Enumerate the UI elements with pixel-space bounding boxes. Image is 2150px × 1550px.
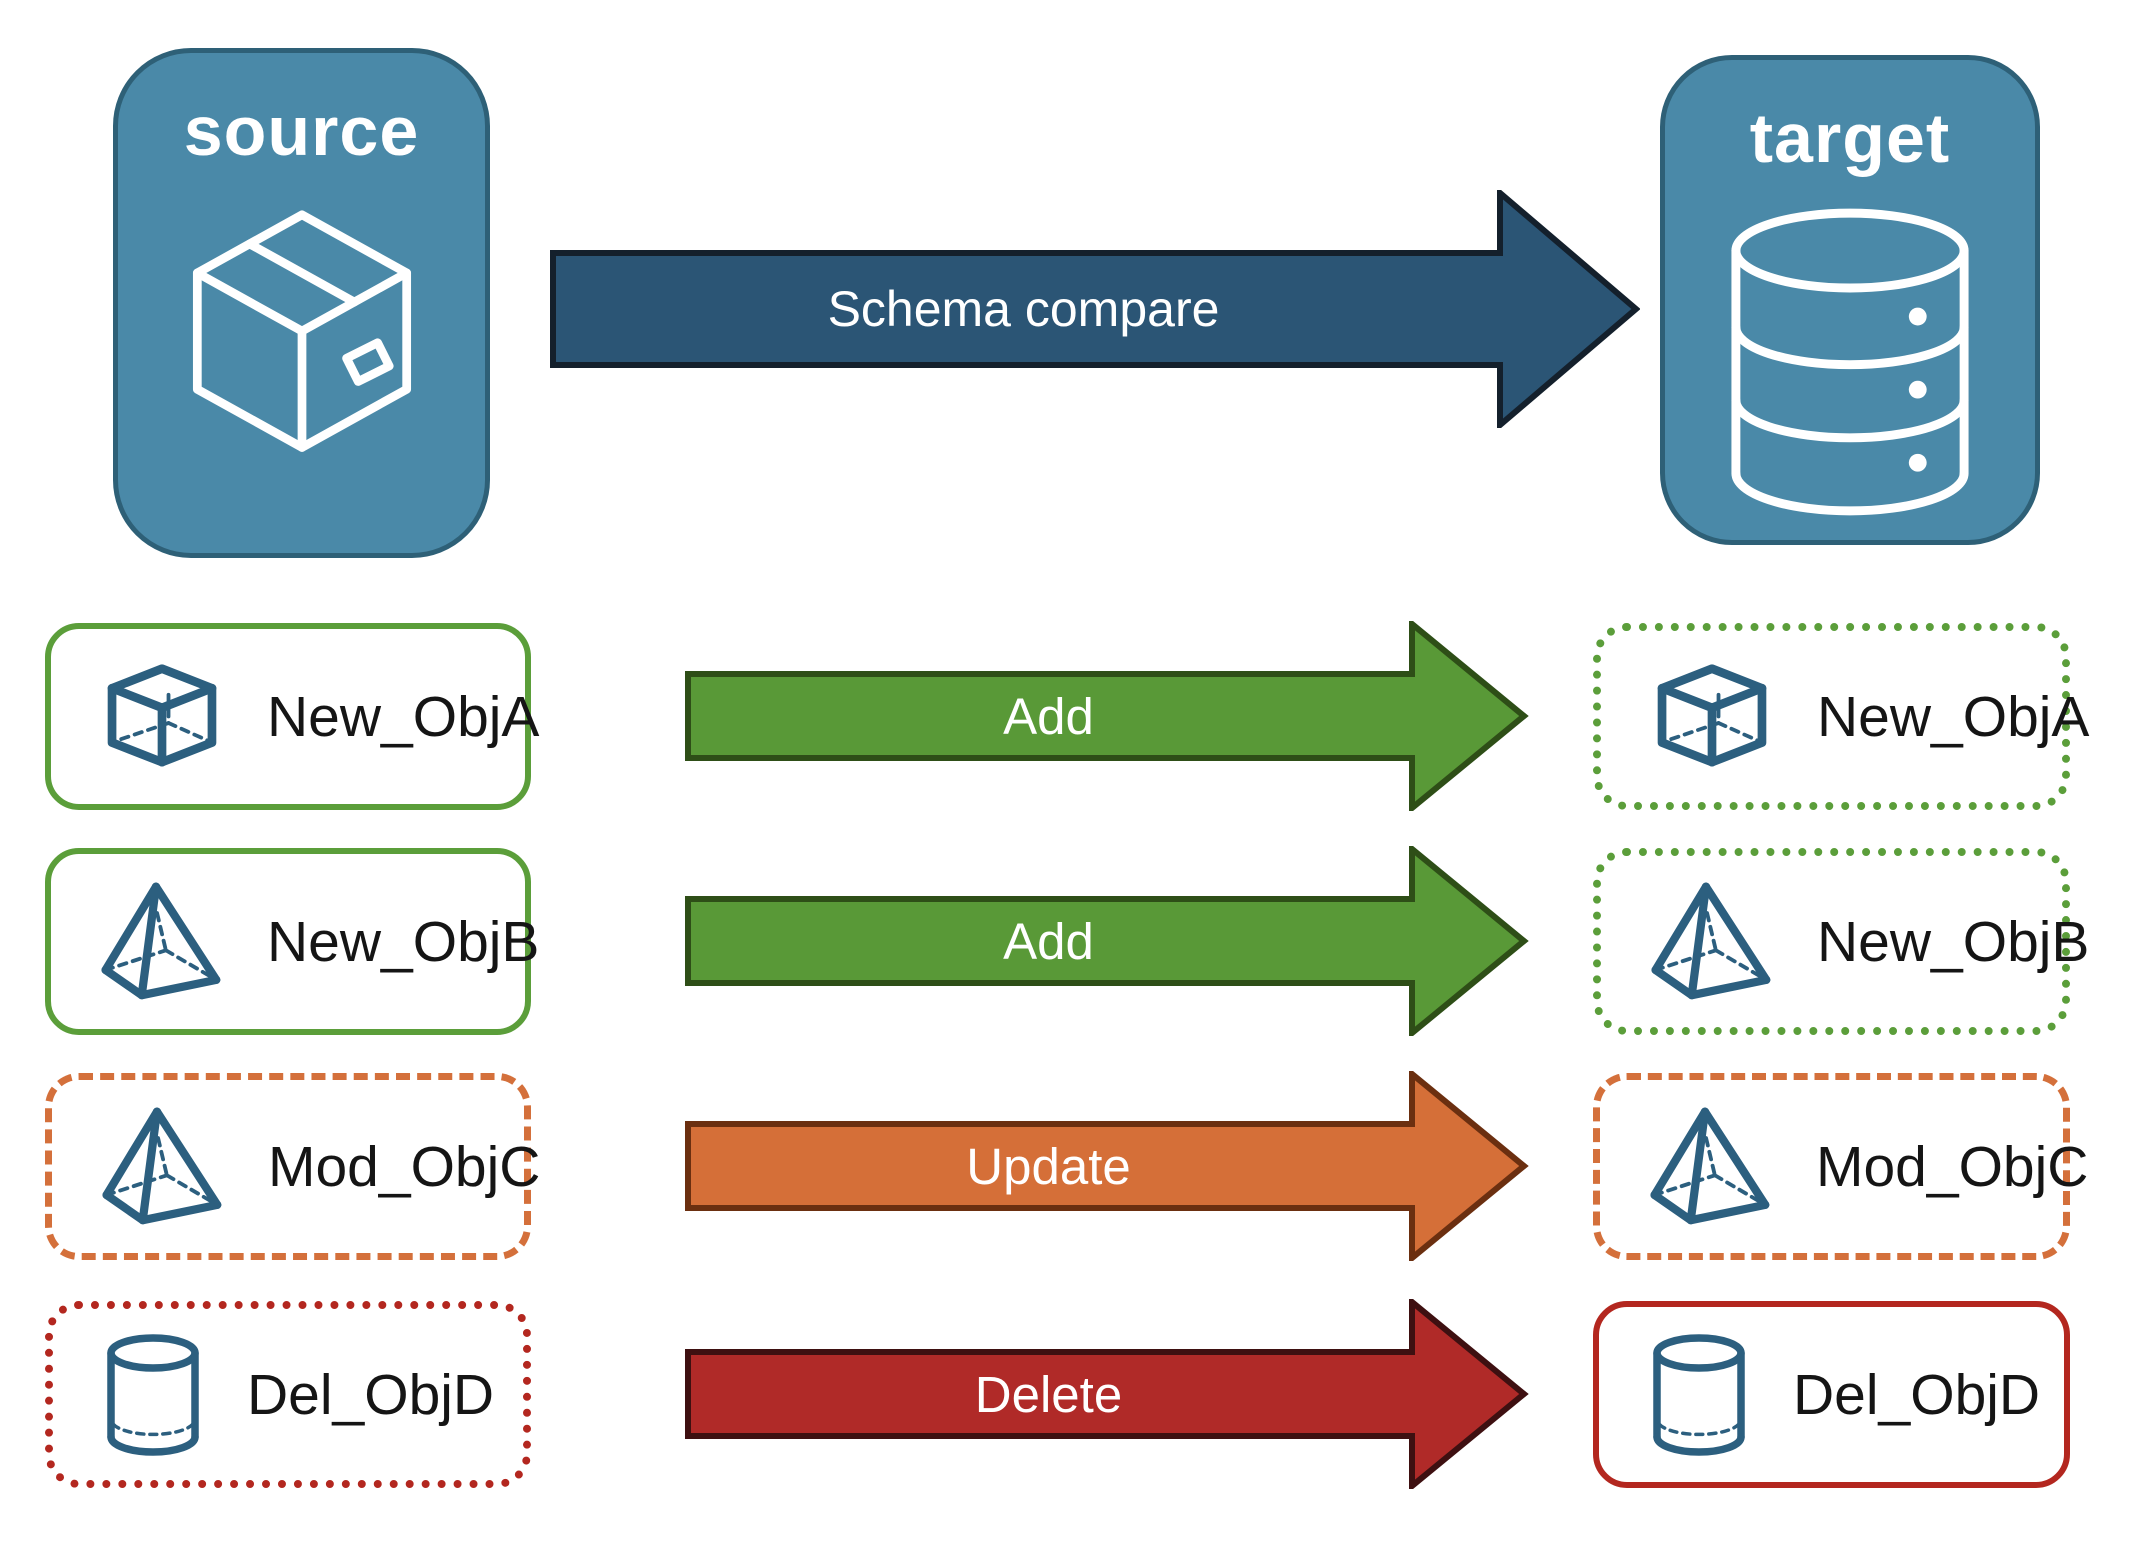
source-object-box-del-objd: Del_ObjD <box>45 1301 531 1488</box>
action-label: Add <box>1003 912 1094 970</box>
action-label: Delete <box>974 1365 1123 1423</box>
add-arrow <box>685 846 1529 1036</box>
target-node: target <box>1660 55 2040 545</box>
add-arrow <box>685 621 1529 811</box>
action-label: Add <box>1003 687 1094 745</box>
package-icon <box>192 210 411 452</box>
source-title: source <box>183 92 420 170</box>
source-object-box-mod-objc: Mod_ObjC <box>45 1073 540 1260</box>
object-label: New_ObjB <box>267 909 540 974</box>
target-title: target <box>1749 99 1951 177</box>
action-label: Update <box>966 1137 1131 1195</box>
source-object-box-new-obja: New_ObjA <box>45 623 539 810</box>
cube-icon <box>107 664 217 767</box>
pyramid-icon <box>102 1107 222 1225</box>
target-object-box-mod-objc: Mod_ObjC <box>1593 1073 2088 1260</box>
schema-compare-label: Schema compare <box>827 281 1220 337</box>
cylinder-icon <box>107 1333 199 1456</box>
object-label: Mod_ObjC <box>1816 1134 2089 1199</box>
update-arrow <box>685 1071 1529 1261</box>
pyramid-icon <box>1650 1107 1770 1225</box>
pyramid-icon <box>1651 882 1771 1000</box>
object-label: Mod_ObjC <box>268 1134 541 1199</box>
cylinder-icon <box>1653 1333 1745 1456</box>
database-icon <box>1731 208 1969 516</box>
target-object-box-new-objb: New_ObjB <box>1593 848 2089 1035</box>
pyramid-icon <box>101 882 221 1000</box>
target-object-box-del-objd: Del_ObjD <box>1593 1301 2070 1488</box>
object-label: New_ObjB <box>1817 909 2090 974</box>
target-object-box-new-obja: New_ObjA <box>1593 623 2089 810</box>
object-label: New_ObjA <box>267 684 540 749</box>
object-label: Del_ObjD <box>1793 1362 2041 1427</box>
source-node: source <box>113 48 490 558</box>
object-label: Del_ObjD <box>247 1362 495 1427</box>
schema-compare-arrow <box>550 190 1640 428</box>
object-label: New_ObjA <box>1817 684 2090 749</box>
source-object-box-new-objb: New_ObjB <box>45 848 539 1035</box>
delete-arrow <box>685 1299 1529 1489</box>
cube-icon <box>1657 664 1767 767</box>
